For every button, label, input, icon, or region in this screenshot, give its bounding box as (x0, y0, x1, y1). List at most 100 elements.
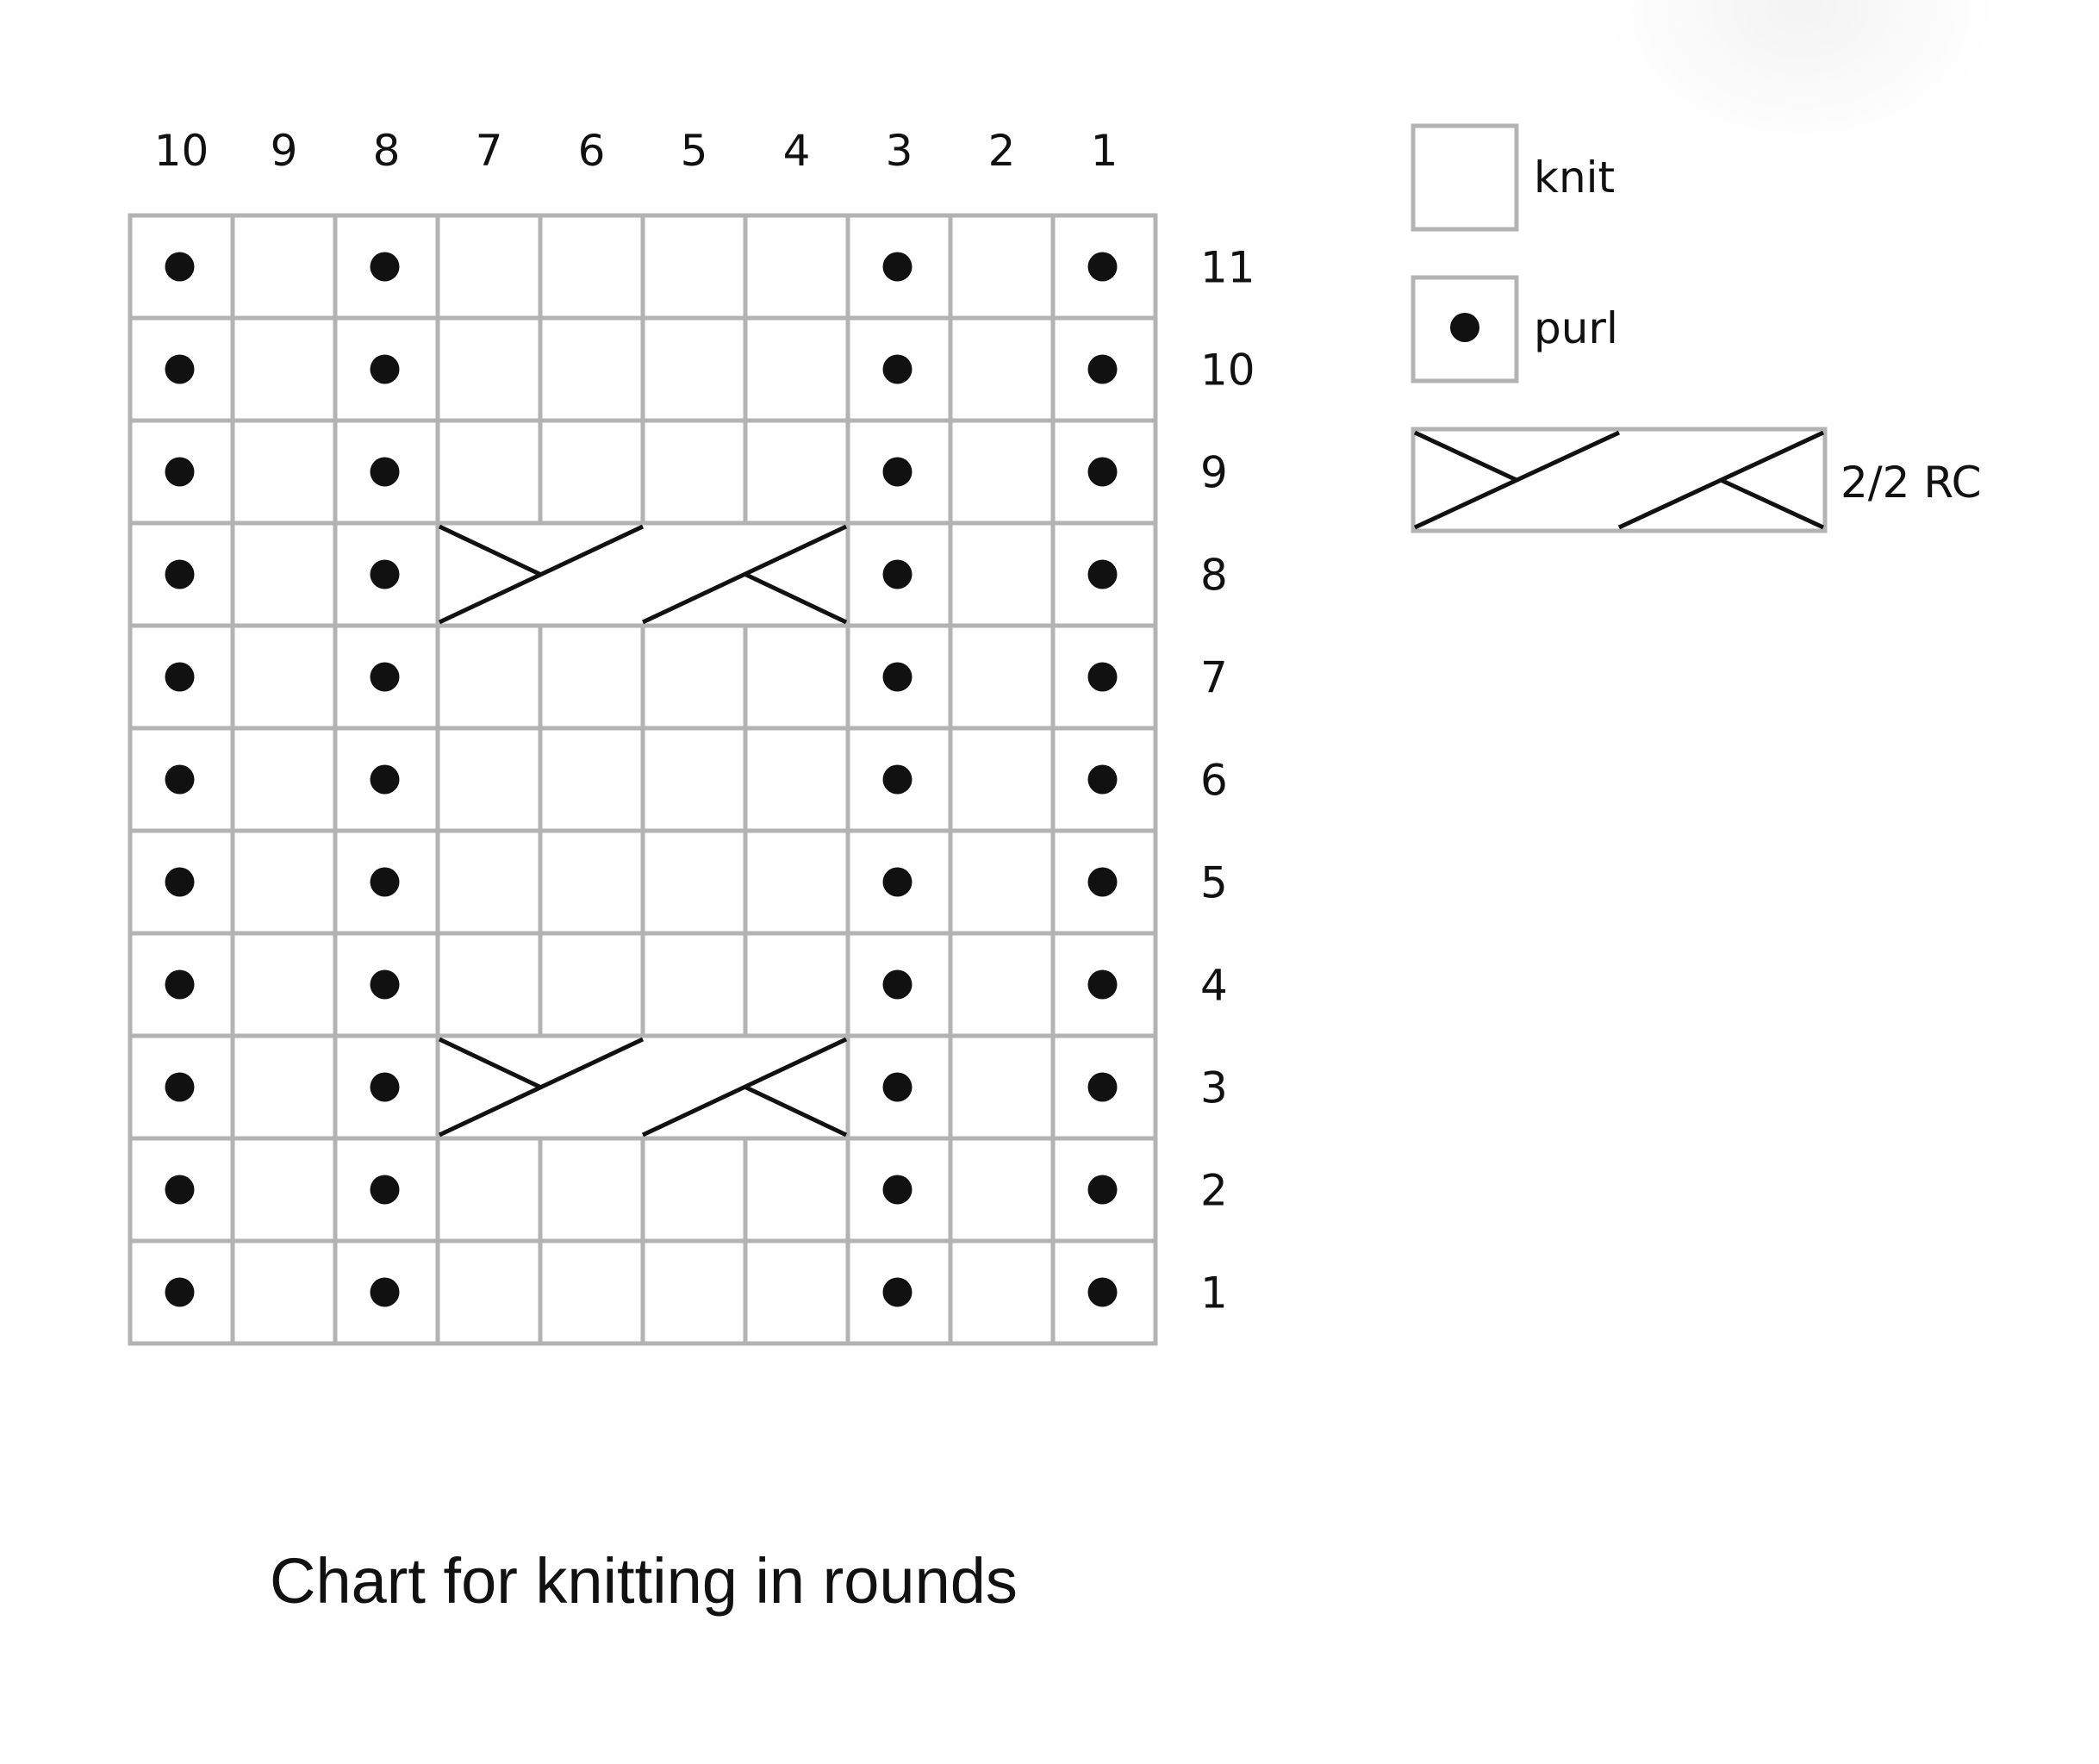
chart-cell (538, 213, 645, 321)
cable-strand (744, 572, 848, 625)
chart-cell (845, 726, 953, 833)
purl-dot-icon (882, 969, 912, 1000)
purl-dot-icon (165, 559, 195, 589)
chart-cell (435, 623, 543, 731)
column-number: 2 (988, 126, 1016, 176)
purl-dot-icon (370, 662, 400, 692)
cable-cell (435, 1033, 850, 1141)
row-number: 11 (1200, 243, 1255, 293)
chart-cell (230, 1033, 338, 1141)
purl-dot-icon (370, 252, 400, 282)
purl-dot-icon (165, 1277, 195, 1307)
row-number: 4 (1200, 961, 1228, 1011)
purl-dot-icon (882, 1175, 912, 1205)
legend-knit-label: knit (1534, 153, 1615, 203)
purl-dot-icon (165, 457, 195, 487)
chart-cell (435, 931, 543, 1038)
purl-dot-icon (1087, 1277, 1118, 1307)
knit-symbol (1411, 123, 1519, 232)
chart-cell (948, 213, 1056, 321)
chart-cell (948, 1136, 1056, 1244)
chart-cell (230, 1238, 338, 1346)
purl-dot-icon (1087, 354, 1118, 384)
purl-dot-icon (370, 457, 400, 487)
row-number: 1 (1200, 1268, 1228, 1318)
chart-cell (948, 418, 1056, 526)
chart-caption: Chart for knitting in rounds (270, 1545, 1018, 1617)
chart-cell (230, 418, 338, 526)
cable-strand (744, 1085, 848, 1138)
cable-strand (438, 1037, 542, 1089)
purl-dot-icon (165, 252, 195, 282)
purl-dot-icon (370, 1175, 400, 1205)
chart-cell (538, 931, 645, 1038)
chart-cell (640, 1136, 748, 1244)
purl-dot-icon (1087, 764, 1118, 795)
purl-dot-icon (882, 457, 912, 487)
chart-cell (640, 1238, 748, 1346)
purl-dot-icon (1087, 969, 1118, 1000)
chart-cell (948, 315, 1056, 423)
purl-dot-icon (1450, 313, 1479, 342)
row-number: 5 (1200, 858, 1228, 908)
chart-cell (743, 1238, 850, 1346)
purl-dot-icon (165, 1175, 195, 1205)
purl-dot-icon (882, 354, 912, 384)
purl-dot-icon (165, 969, 195, 1000)
column-number: 9 (271, 126, 298, 176)
cable-strand (641, 524, 848, 625)
chart-cell (743, 623, 850, 731)
column-number: 7 (476, 126, 503, 176)
chart-cell (230, 520, 338, 628)
cable-strand (641, 1037, 848, 1138)
cable-crossing-icon (438, 524, 848, 625)
row-number: 9 (1200, 448, 1228, 498)
chart-cell (435, 418, 543, 526)
row-number: 7 (1200, 653, 1228, 703)
chart-cell (640, 726, 748, 833)
purl-dot-icon (882, 1277, 912, 1307)
purl-dot-icon (165, 867, 195, 897)
purl-dot-icon (1087, 559, 1118, 589)
chart-cell (640, 418, 748, 526)
chart-cell (640, 828, 748, 936)
cable-crossing-icon (1413, 430, 1825, 530)
chart-cell (435, 1136, 543, 1244)
purl-dot-icon (370, 559, 400, 589)
column-number: 5 (681, 126, 708, 176)
column-number: 3 (886, 126, 913, 176)
chart-cell (435, 1238, 543, 1346)
purl-dot-icon (370, 969, 400, 1000)
chart-cell (538, 828, 645, 936)
chart-cell (743, 315, 850, 423)
purl-dot-icon (370, 764, 400, 795)
chart-cell (538, 418, 645, 526)
chart-cell (640, 315, 748, 423)
row-number: 3 (1200, 1063, 1228, 1113)
chart-cell (230, 828, 338, 936)
row-number: 10 (1200, 346, 1255, 396)
chart-cell (230, 1136, 338, 1244)
purl-dot-icon (1087, 1072, 1118, 1102)
chart-cell (435, 726, 543, 833)
chart-cell (435, 213, 543, 321)
chart-cell (948, 726, 1056, 833)
purl-dot-icon (882, 662, 912, 692)
purl-dot-icon (882, 1072, 912, 1102)
legend-cable: 2/2 RC (1411, 427, 1982, 533)
column-number: 8 (373, 126, 401, 176)
chart-cell (435, 828, 543, 936)
purl-dot-icon (370, 1277, 400, 1307)
chart-cell (743, 213, 850, 321)
chart-cell (743, 931, 850, 1038)
row-number: 2 (1200, 1166, 1228, 1216)
column-number: 10 (154, 126, 209, 176)
column-number: 6 (578, 126, 606, 176)
chart-cell (640, 931, 748, 1038)
cable-strand (438, 524, 645, 625)
cable-symbol-box (1411, 427, 1828, 533)
legend-knit: knit (1411, 123, 1615, 232)
purl-dot-icon (882, 764, 912, 795)
